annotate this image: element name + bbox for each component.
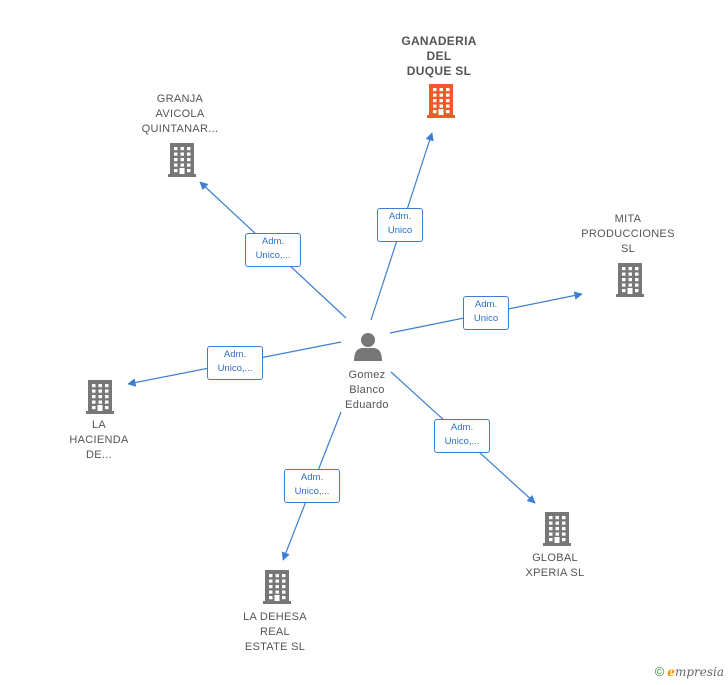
role-label-line: Unico	[473, 313, 499, 324]
company-label-global[interactable]: GLOBAL XPERIA SL	[490, 551, 620, 581]
company-label-mita-line: PRODUCCIONES	[581, 228, 675, 240]
role-label-line: Adm.	[223, 349, 247, 360]
person-icon[interactable]	[354, 333, 382, 361]
role-label-line: Adm.	[300, 472, 324, 483]
company-label-granja-line: AVICOLA	[155, 108, 205, 120]
company-label-hacienda-line: HACIENDA	[69, 434, 129, 446]
company-label-granja-line: QUINTANAR...	[141, 123, 219, 135]
building-icon-mita[interactable]	[616, 263, 644, 297]
role-label-line: Adm.	[474, 299, 498, 310]
brand-logo: empresia	[667, 665, 724, 679]
company-label-mita-line: MITA	[614, 213, 642, 225]
role-label-line: Unico,...	[444, 436, 480, 447]
footer-brand: ©empresia	[655, 664, 724, 679]
company-label-ganaderia-line: GANADERIA	[401, 34, 477, 48]
building-icon-hacienda[interactable]	[86, 380, 114, 414]
role-label-line: Adm.	[388, 211, 412, 222]
company-label-mita[interactable]: MITA PRODUCCIONES SL	[563, 212, 693, 257]
company-label-ganaderia-line: DUQUE SL	[406, 64, 472, 78]
person-name-label-line: Gomez	[348, 369, 386, 381]
role-label-line: Unico,...	[255, 250, 291, 261]
company-label-dehesa-line: ESTATE SL	[244, 641, 306, 653]
person-name-label-line: Blanco	[349, 384, 385, 396]
role-label-hacienda[interactable]: Adm. Unico,...	[207, 346, 263, 380]
building-icon-ganaderia[interactable]	[427, 84, 455, 118]
role-label-dehesa[interactable]: Adm. Unico,...	[284, 469, 340, 503]
company-label-hacienda[interactable]: LA HACIENDA DE...	[34, 418, 164, 463]
company-label-global-line: XPERIA SL	[525, 567, 585, 579]
role-label-line: Adm.	[261, 236, 285, 247]
company-label-dehesa[interactable]: LA DEHESA REAL ESTATE SL	[210, 610, 340, 655]
company-label-hacienda-line: DE...	[86, 449, 112, 461]
building-icon-granja[interactable]	[168, 143, 196, 177]
role-label-line: Unico,...	[294, 486, 330, 497]
role-label-mita[interactable]: Adm. Unico	[463, 296, 509, 330]
company-label-global-line: GLOBAL	[532, 552, 578, 564]
role-label-global[interactable]: Adm. Unico,...	[434, 419, 490, 453]
company-label-ganaderia-line: DEL	[426, 49, 452, 63]
company-label-hacienda-line: LA	[91, 419, 107, 431]
role-label-line: Unico,...	[217, 363, 253, 374]
building-icon-global[interactable]	[543, 512, 571, 546]
company-label-dehesa-line: LA DEHESA	[243, 611, 307, 623]
company-label-dehesa-line: REAL	[260, 626, 290, 638]
role-label-line: Unico	[387, 225, 413, 236]
company-label-granja-line: GRANJA	[156, 93, 204, 105]
role-label-ganaderia[interactable]: Adm. Unico	[377, 208, 423, 242]
copyright-symbol: ©	[654, 664, 665, 679]
company-label-granja[interactable]: GRANJA AVICOLA QUINTANAR...	[115, 92, 245, 137]
role-label-line: Adm.	[450, 422, 474, 433]
building-icon-dehesa[interactable]	[263, 570, 291, 604]
role-label-granja[interactable]: Adm. Unico,...	[245, 233, 301, 267]
company-label-mita-line: SL	[620, 243, 636, 255]
person-name-label-line: Eduardo	[345, 399, 389, 411]
